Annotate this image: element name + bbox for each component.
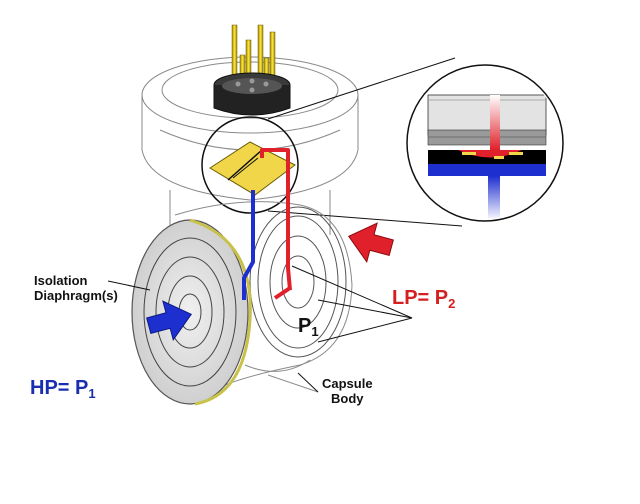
isolation-diaphragm-label: Isolation Diaphragm(s) bbox=[34, 273, 118, 303]
electrical-connector bbox=[213, 24, 291, 116]
sensor-magnifier-circle bbox=[201, 116, 299, 214]
lp-subscript: 2 bbox=[448, 296, 456, 311]
lp-equation-label: LP= P2 bbox=[392, 264, 455, 311]
hp-subscript: 1 bbox=[88, 386, 96, 401]
hp-fill-tube bbox=[242, 190, 255, 300]
high-pressure-diaphragm bbox=[131, 218, 252, 406]
lp-pressure-arrow bbox=[347, 222, 394, 263]
hp-equation-label: HP= P1 bbox=[30, 354, 96, 401]
p1-label: P1 bbox=[298, 292, 319, 339]
lp-fill-tube bbox=[260, 148, 292, 291]
zoom-lines bbox=[267, 57, 463, 227]
lp-text: LP= P bbox=[392, 287, 449, 309]
pointer-lines bbox=[107, 265, 413, 393]
hp-pressure-arrow bbox=[146, 300, 193, 341]
hp-text: HP= P bbox=[30, 377, 89, 399]
p1-subscript: 1 bbox=[311, 324, 319, 339]
p1-text: P bbox=[298, 315, 312, 337]
low-pressure-capsule bbox=[249, 206, 347, 358]
capsule-body-label: Capsule Body bbox=[322, 376, 373, 406]
sensor-cross-section-inset bbox=[406, 64, 564, 222]
fill-fluid-tubes bbox=[242, 148, 292, 300]
